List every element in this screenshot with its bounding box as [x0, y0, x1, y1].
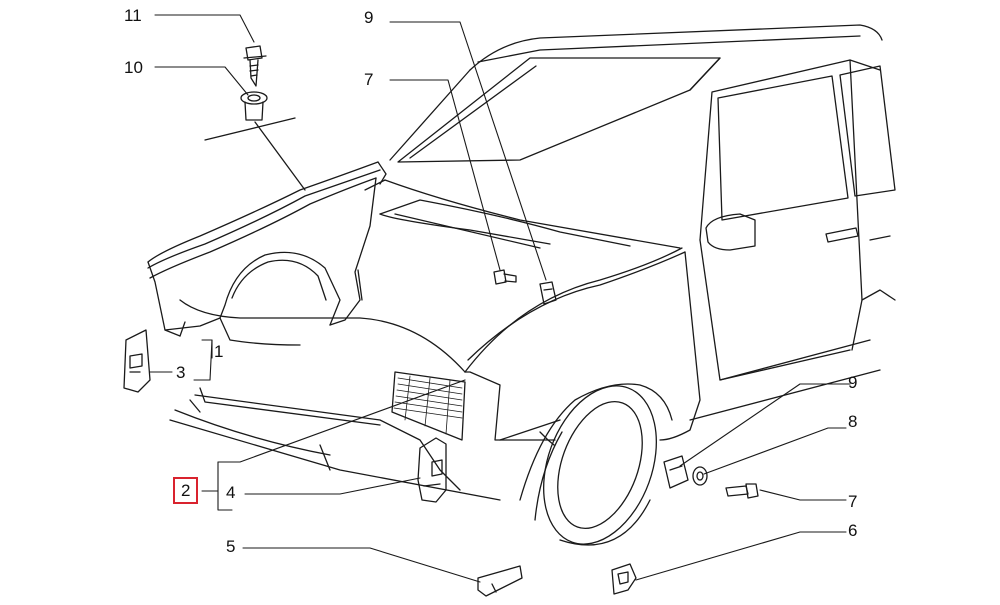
- car-body-outline: [169, 24, 896, 546]
- part-11-bolt: [243, 45, 267, 87]
- callout-7-right: 7: [848, 492, 858, 511]
- part-6-clip: [611, 563, 637, 595]
- callout-3: 3: [176, 363, 186, 382]
- callout-2-highlighted[interactable]: 2: [173, 477, 199, 504]
- part-7-bolt-top: [493, 269, 517, 285]
- part-5-plate: [477, 565, 523, 597]
- callout-4: 4: [226, 483, 236, 502]
- part-3-bracket: [123, 329, 151, 393]
- callout-6: 6: [848, 521, 858, 540]
- callout-1: 1: [214, 342, 224, 361]
- callout-9-right: 9: [848, 373, 858, 392]
- part-7-bolt-right: [725, 483, 759, 499]
- callout-5: 5: [226, 537, 236, 556]
- callout-7-top: 7: [364, 70, 374, 89]
- part-8-washer: [692, 466, 708, 486]
- callout-10: 10: [124, 58, 143, 77]
- part-4-bracket: [417, 437, 447, 503]
- callout-8: 8: [848, 412, 858, 431]
- callout-11: 11: [124, 6, 142, 25]
- callout-9-top: 9: [364, 8, 374, 27]
- part-10-bushing: [240, 91, 268, 121]
- part-9-clip-right: [663, 455, 689, 489]
- detached-fender: [147, 117, 387, 337]
- leader-lines: [149, 14, 851, 583]
- part-9-clip-top: [539, 281, 557, 305]
